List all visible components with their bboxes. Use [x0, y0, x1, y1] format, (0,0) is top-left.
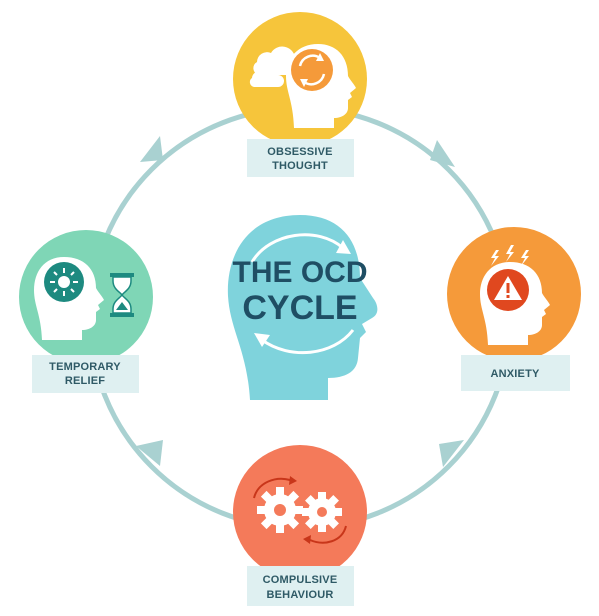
node-obsessive-thought: OBSESSIVE THOUGHT	[233, 12, 367, 177]
ring-arrow-top-right	[430, 140, 455, 167]
obsessive-thought-label-box	[247, 139, 354, 177]
temporary-relief-label-box	[32, 355, 139, 393]
node-compulsive-behaviour: COMPULSIVE BEHAVIOUR	[233, 445, 367, 606]
node-anxiety: ANXIETY	[447, 227, 581, 391]
center-title-line2: CYCLE	[242, 289, 357, 327]
compulsive-behaviour-label-box	[247, 566, 354, 606]
hourglass-icon	[110, 273, 134, 317]
head-with-sun-and-hourglass-icon	[34, 257, 134, 340]
anxiety-label-line1: ANXIETY	[490, 368, 540, 380]
ring-arrow-top-left	[140, 136, 163, 162]
node-temporary-relief: TEMPORARY RELIEF	[19, 230, 153, 393]
center-title-line1: THE OCD	[233, 256, 368, 289]
obsessive-thought-label-line1: OBSESSIVE	[267, 146, 332, 158]
compulsive-behaviour-label-line2: BEHAVIOUR	[267, 589, 334, 601]
head-with-circular-arrows-and-clouds-icon	[249, 44, 356, 128]
obsessive-thought-label-line2: THOUGHT	[272, 160, 328, 172]
temporary-relief-label-line2: RELIEF	[65, 375, 105, 387]
head-with-warning-icon	[480, 245, 550, 345]
ring-arrow-bottom-right	[439, 440, 464, 467]
center-head: THE OCD CYCLE	[227, 215, 378, 400]
ring-arrow-bottom-left	[136, 440, 163, 466]
temporary-relief-label-line1: TEMPORARY	[49, 361, 121, 373]
anxiety-label-box	[461, 355, 570, 391]
compulsive-behaviour-label-line1: COMPULSIVE	[263, 574, 338, 586]
